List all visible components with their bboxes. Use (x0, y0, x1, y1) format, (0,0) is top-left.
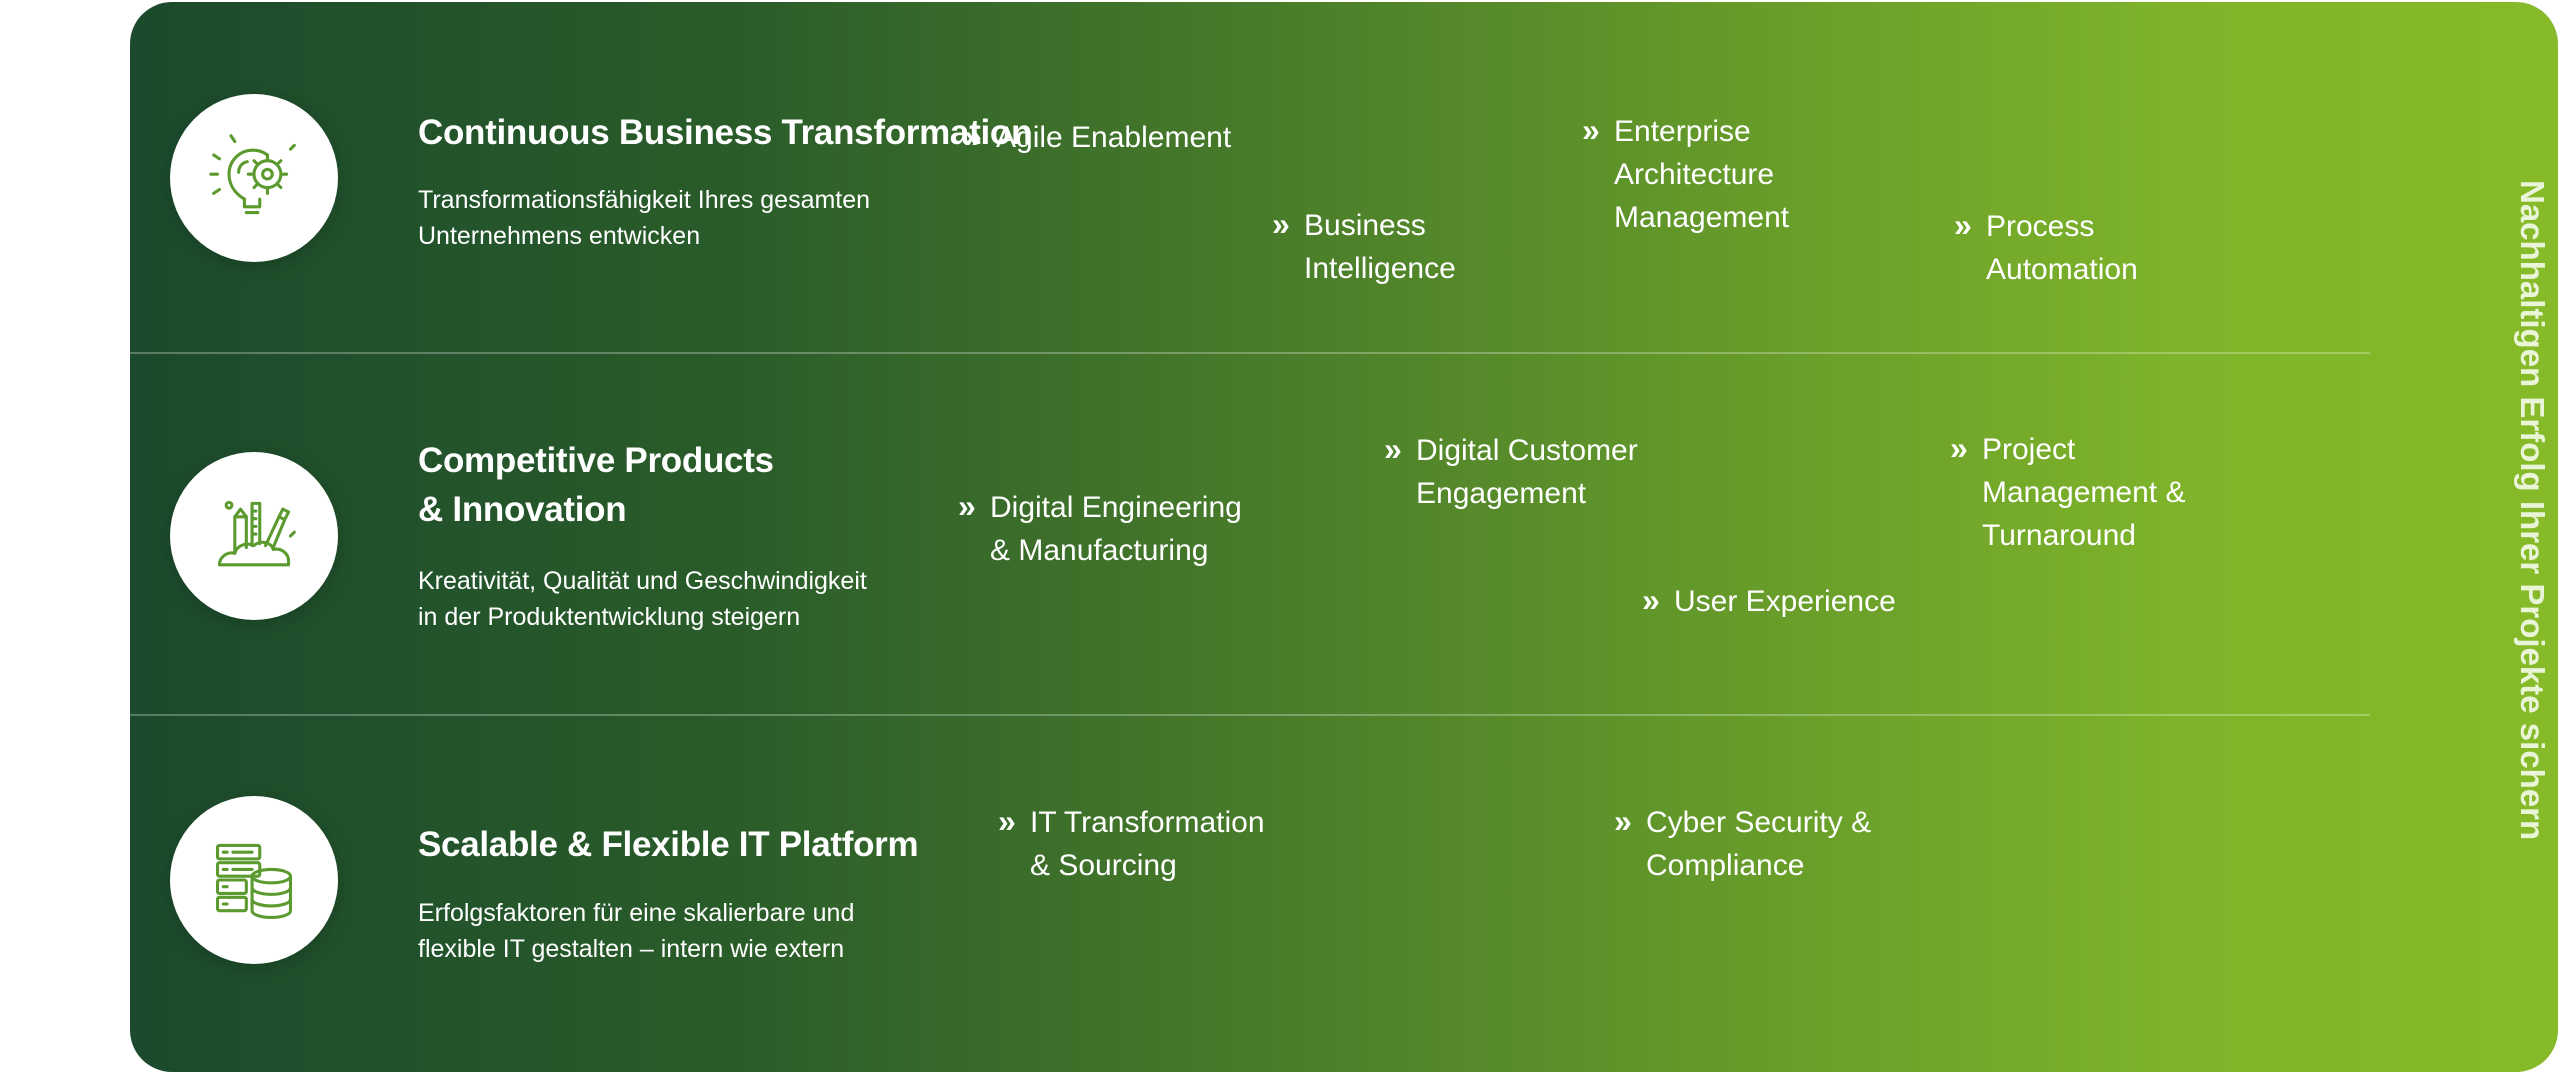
service-cyber-security[interactable]: » Cyber Security & Compliance (1614, 801, 1871, 887)
chevron-right-icon: » (1272, 206, 1290, 242)
service-label: Digital Engineering (990, 491, 1242, 524)
service-label: Process (1986, 210, 2095, 243)
service-label: Enterprise (1614, 115, 1751, 148)
service-label: Compliance (1646, 849, 1805, 882)
service-process-automation[interactable]: » Process Automation (1954, 205, 2138, 291)
service-label: Engagement (1416, 477, 1587, 510)
service-label: Architecture (1614, 158, 1775, 191)
row-divider (130, 352, 2370, 354)
service-user-experience[interactable]: » User Experience (1642, 580, 1896, 623)
chevron-right-icon: » (1950, 430, 1968, 466)
row-description-line: in der Produktentwicklung steigern (418, 603, 801, 631)
service-label: Turnaround (1982, 519, 2136, 552)
service-digital-engineering[interactable]: » Digital Engineering & Manufacturing (958, 486, 1242, 572)
server-database-icon (170, 796, 338, 964)
service-label: IT Transformation (1030, 806, 1265, 839)
service-label: Automation (1986, 253, 2138, 286)
row-description-line: Unternehmens entwicken (418, 222, 701, 250)
service-label: & Sourcing (1030, 849, 1177, 882)
chevron-right-icon: » (1954, 207, 1972, 243)
service-agile-enablement[interactable]: » Agile Enablement (964, 116, 1231, 159)
row-title-line: & Innovation (418, 490, 627, 529)
chevron-right-icon: » (998, 803, 1016, 839)
row-description-competitive-products: Kreativität, Qualität und Geschwindigkei… (418, 563, 867, 635)
chevron-right-icon: » (1614, 803, 1632, 839)
service-label: User Experience (1674, 585, 1896, 618)
service-business-intelligence[interactable]: » Business Intelligence (1272, 204, 1456, 290)
service-label: Management & (1982, 476, 2186, 509)
row-title-competitive-products: Competitive Products & Innovation (418, 436, 774, 534)
service-label: & Manufacturing (990, 534, 1209, 567)
row-description-line: Erfolgsfaktoren für eine skalierbare und (418, 899, 855, 927)
service-label: Business (1304, 209, 1426, 242)
service-label: Management (1614, 201, 1790, 234)
service-label: Agile Enablement (996, 121, 1232, 154)
row-description-line: Transformationsfähigkeit Ihres gesamten (418, 186, 871, 214)
chevron-right-icon: » (964, 118, 982, 154)
row-description-line: flexible IT gestalten – intern wie exter… (418, 935, 845, 963)
row-description-business-transformation: Transformationsfähigkeit Ihres gesamten … (418, 182, 870, 254)
chevron-right-icon: » (958, 488, 976, 524)
row-title-business-transformation: Continuous Business Transformation (418, 113, 1033, 152)
service-label: Project (1982, 433, 2076, 466)
chevron-right-icon: » (1582, 112, 1600, 148)
side-tagline: Nachhaltigen Erfolg Ihrer Projekte siche… (2514, 180, 2551, 841)
creative-tools-icon (170, 452, 338, 620)
service-it-transformation[interactable]: » IT Transformation & Sourcing (998, 801, 1265, 887)
row-title-line: Competitive Products (418, 441, 774, 480)
service-label: Intelligence (1304, 252, 1456, 285)
row-description-line: Kreativität, Qualität und Geschwindigkei… (418, 567, 867, 595)
service-label: Cyber Security & (1646, 806, 1872, 839)
service-label: Digital Customer (1416, 434, 1638, 467)
row-divider (130, 714, 2370, 716)
lightbulb-gear-icon (170, 94, 338, 262)
chevron-right-icon: » (1384, 431, 1402, 467)
service-project-management[interactable]: » Project Management & Turnaround (1950, 428, 2185, 557)
row-title-it-platform: Scalable & Flexible IT Platform (418, 825, 919, 864)
row-description-it-platform: Erfolgsfaktoren für eine skalierbare und… (418, 895, 854, 967)
service-enterprise-architecture[interactable]: » Enterprise Architecture Management (1582, 110, 1789, 239)
service-digital-customer-engagement[interactable]: » Digital Customer Engagement (1384, 429, 1638, 515)
services-panel: Continuous Business Transformation Trans… (130, 2, 2558, 1072)
chevron-right-icon: » (1642, 582, 1660, 618)
